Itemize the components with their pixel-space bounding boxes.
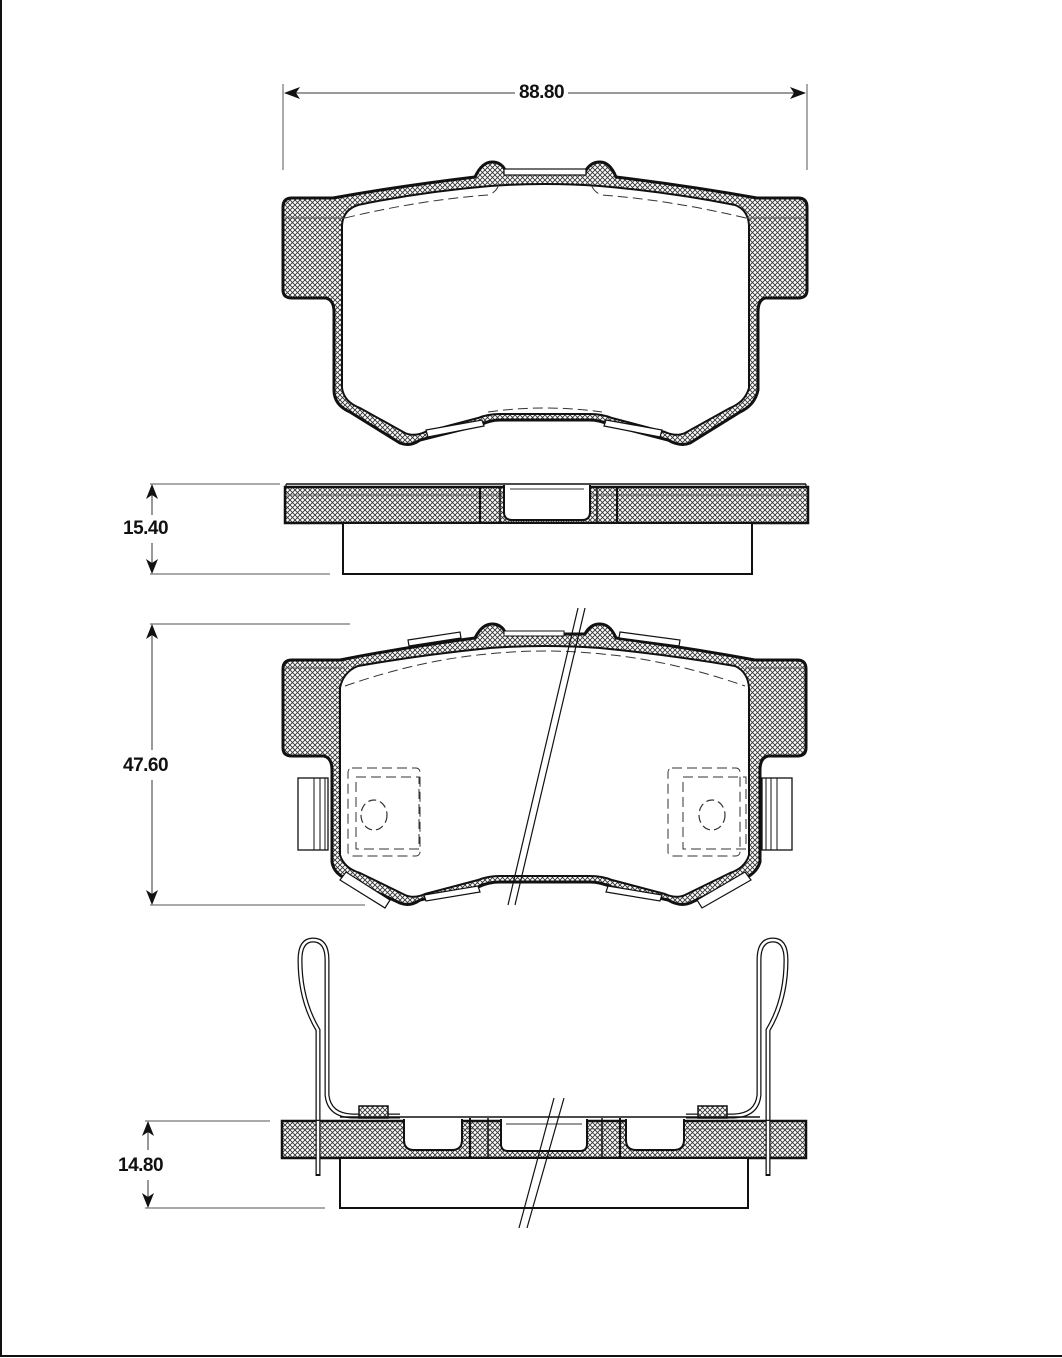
top-clip-bar (503, 168, 587, 176)
shim-surface (339, 645, 750, 898)
break-line-2 (526, 1097, 565, 1229)
side-tab-right (761, 777, 793, 851)
side-tab-left (297, 777, 329, 851)
notch-left (403, 1119, 463, 1151)
mount-area-right (667, 767, 741, 857)
center-notch (503, 485, 591, 521)
front-view (281, 84, 809, 446)
arrow-right-icon (790, 87, 806, 99)
shim-tab-bottom-left-corner (339, 871, 391, 909)
shim-tab-bottom-right-corner (696, 871, 752, 909)
dimension-height-label: 47.60 (123, 755, 169, 776)
friction-pad-face (341, 183, 750, 436)
dimension-width-label: 88.80 (515, 83, 569, 103)
dimension-thickness-2-label: 14.80 (118, 1155, 164, 1176)
shim-tab-top-right (618, 631, 681, 647)
shim-tab-bottom-left (423, 885, 481, 902)
side-view-clip (142, 937, 808, 1229)
arrow-left-icon (284, 87, 300, 99)
pin-hole-left-icon (360, 799, 388, 831)
friction-block-side (342, 522, 753, 575)
wear-tab-right (603, 419, 663, 438)
shim-tab-bottom-right (605, 885, 663, 902)
notch-right (625, 1119, 685, 1151)
arrow-down-icon (142, 1193, 154, 1208)
hidden-line-left (344, 179, 501, 219)
friction-block-clip-side (339, 1157, 749, 1209)
arrow-down-icon (146, 890, 158, 905)
break-line-1 (518, 1097, 555, 1229)
wear-tab-left (425, 419, 485, 438)
mount-area-left (347, 767, 421, 857)
top-clip-bar (503, 630, 565, 637)
break-line-1 (507, 607, 579, 906)
break-line-2 (514, 607, 586, 906)
side-view (146, 483, 810, 575)
arrow-down-icon (146, 559, 158, 574)
shim-tab-top-left (407, 631, 462, 647)
arrow-up-icon (146, 484, 158, 499)
pin-hole-right-icon (698, 799, 726, 831)
clip-rivet-right (697, 1105, 728, 1119)
dimension-thickness-1-label: 15.40 (123, 518, 169, 539)
arrow-up-icon (146, 624, 158, 639)
clip-rivet-left (358, 1105, 389, 1119)
back-view (146, 607, 808, 909)
hidden-line-right (589, 179, 747, 219)
arrow-up-icon (142, 1121, 154, 1136)
